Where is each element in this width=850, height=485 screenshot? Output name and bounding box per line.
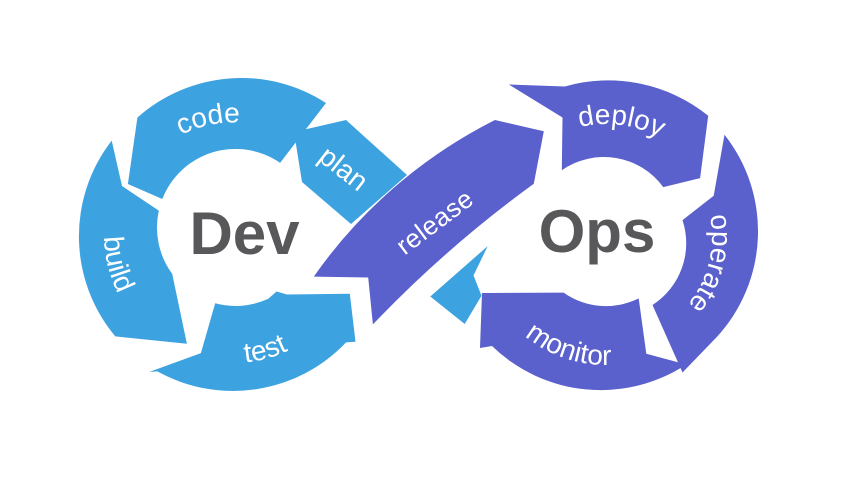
svg-text:Ops: Ops — [539, 198, 656, 265]
svg-text:Dev: Dev — [189, 200, 300, 267]
